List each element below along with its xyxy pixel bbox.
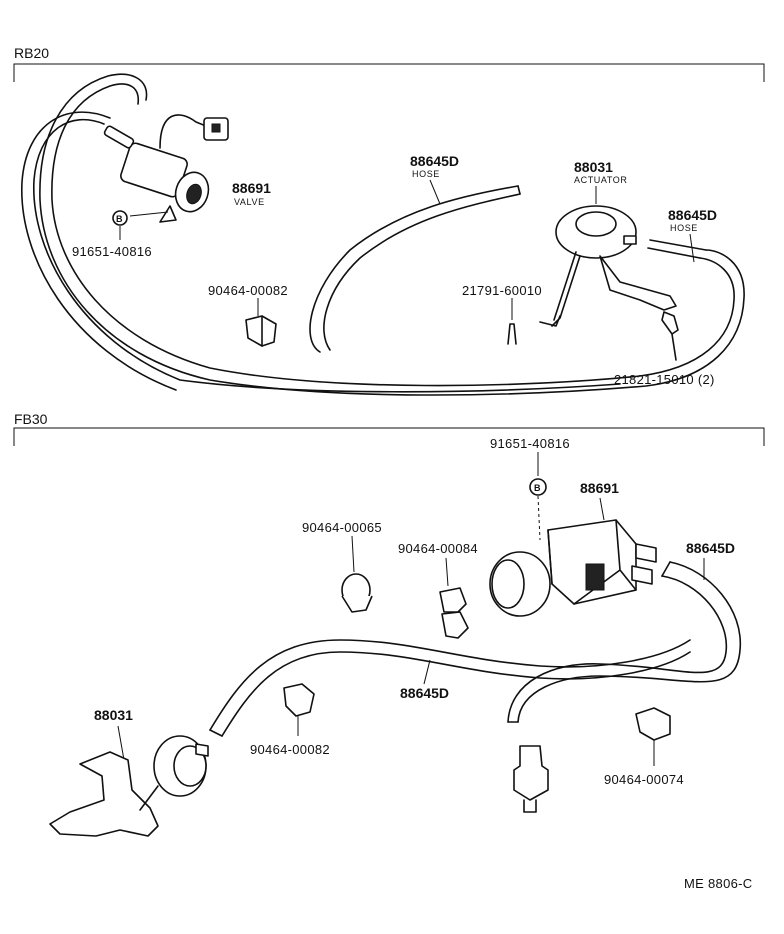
rb20-hose-b-name: HOSE (670, 223, 698, 233)
fb30-hose-right-number: 88645D (686, 540, 735, 556)
fb30-valve-number: 88691 (580, 480, 619, 496)
rb20-plug-b: B (112, 210, 128, 240)
fb30-fitting (513, 745, 549, 813)
fb30-plug-mark: B (534, 483, 541, 493)
rb20-bolt (661, 311, 679, 361)
fb30-clip-d-part: 90464-00074 (604, 772, 684, 787)
rb20-actuator-name: ACTUATOR (574, 175, 627, 185)
section-fb30: FB30 91651-40816 B 88691 88645D (13, 411, 765, 837)
rb20-hose-a-number: 88645D (410, 153, 459, 169)
fb30-hose-mid-number: 88645D (400, 685, 449, 701)
fb30-clip-d (635, 707, 671, 741)
rb20-actuator (539, 205, 677, 327)
fb30-plug-part: 91651-40816 (490, 436, 570, 451)
rb20-clip-part: 90464-00082 (208, 283, 288, 298)
rb20-valve-number: 88691 (232, 180, 271, 196)
rb20-bolt-part: 21821-15010 (2) (614, 372, 715, 387)
fb30-actuator (49, 735, 209, 837)
section-title-fb30: FB30 (14, 411, 48, 427)
section-title-rb20: RB20 (14, 45, 49, 61)
fb30-clip-b-part: 90464-00084 (398, 541, 478, 556)
section-bracket-rb20 (13, 63, 765, 82)
fb30-actuator-number: 88031 (94, 707, 133, 723)
rb20-plug-part: 91651-40816 (72, 244, 152, 259)
fb30-clip-c-part: 90464-00082 (250, 742, 330, 757)
diagram-code: ME 8806-C (684, 876, 752, 891)
rb20-hose-loop (21, 73, 745, 396)
fb30-clip-c (283, 683, 315, 717)
fb30-clip-b (439, 587, 469, 639)
fb30-hose-right (507, 561, 742, 723)
section-rb20: RB20 88691 VALVE (13, 45, 765, 396)
fb30-hose-mid (209, 639, 691, 737)
rb20-clip (245, 315, 277, 347)
rb20-hose-a-name: HOSE (412, 169, 440, 179)
rb20-hose-a-inner (323, 193, 521, 351)
rb20-hose-a (309, 185, 519, 353)
fb30-clip-a-part: 90464-00065 (302, 520, 382, 535)
fb30-valve (489, 519, 657, 617)
rb20-hose-b-number: 88645D (668, 207, 717, 223)
rb20-valve (103, 114, 229, 223)
fb30-plug-b: B (529, 478, 547, 496)
rb20-actuator-number: 88031 (574, 159, 613, 175)
rb20-valve-name: VALVE (234, 197, 265, 207)
rb20-pin-part: 21791-60010 (462, 283, 542, 298)
fb30-clip-a (341, 573, 373, 613)
section-bracket-fb30 (13, 427, 765, 446)
rb20-pin (507, 323, 517, 345)
rb20-plug-mark: B (116, 214, 123, 224)
